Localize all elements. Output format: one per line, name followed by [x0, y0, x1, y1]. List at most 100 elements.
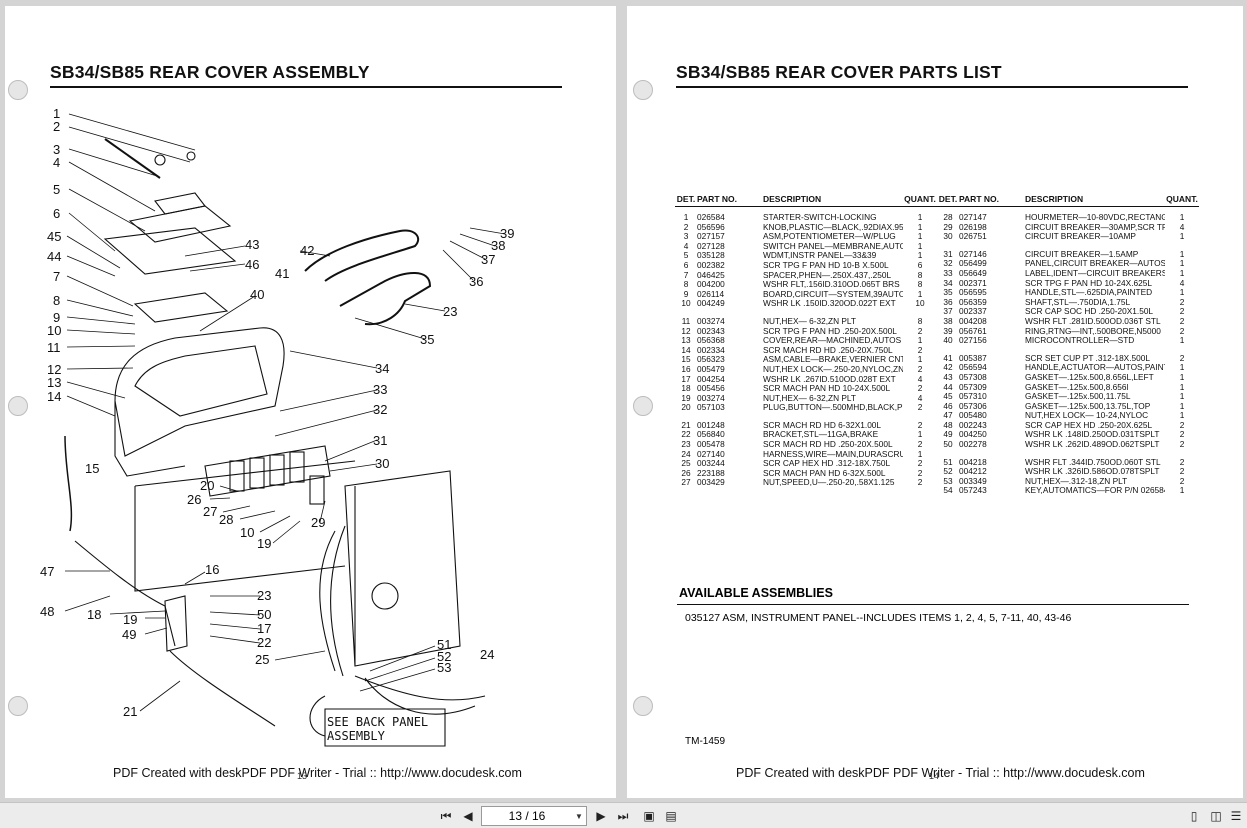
callout: 14 [47, 389, 61, 404]
cell-det: 26 [681, 467, 691, 478]
callout: 37 [481, 252, 495, 267]
cell-desc: STARTER-SWITCH-LOCKING [763, 213, 877, 222]
cell-qty: 1 [917, 448, 923, 459]
punch-hole [633, 80, 653, 100]
last-page-icon[interactable]: ⏭ [617, 808, 629, 823]
cell-qty: 2 [1179, 315, 1185, 326]
cell-qty: 1 [1179, 410, 1185, 421]
cell-part: 056594 [959, 362, 987, 373]
callout: 45 [47, 229, 61, 244]
cell-det: 35 [943, 287, 953, 298]
punch-hole [8, 396, 28, 416]
cell-det: 21 [681, 419, 691, 430]
cell-det: 17 [681, 373, 691, 384]
cell-part: 002337 [959, 306, 987, 317]
cell-det: 7 [683, 269, 689, 280]
fit-width-icon[interactable]: ▤ [665, 809, 677, 823]
next-page-icon[interactable]: ▶ [596, 809, 606, 823]
cell-qty: 4 [917, 373, 923, 384]
single-page-view-icon[interactable]: ▯ [1190, 809, 1198, 823]
cell-desc: COVER,REAR—MACHINED,AUTOS [763, 336, 902, 346]
callout: 31 [373, 433, 387, 448]
cell-qty: 1 [1179, 371, 1185, 382]
cell-desc: GASKET—.125x.500,8.656l [1025, 382, 1129, 392]
two-page-view-icon[interactable]: ◫ [1210, 809, 1222, 823]
callout: 49 [122, 627, 136, 642]
cell-desc: SCR SET CUP PT .312-18X.500L [1025, 353, 1150, 363]
cell-part: 004254 [697, 373, 725, 384]
continuous-view-icon[interactable]: ☰ [1230, 809, 1242, 823]
header-desc: DESCRIPTION [1025, 194, 1084, 204]
cell-desc: HOURMETER—10-80VDC,RECTANG [1025, 213, 1165, 222]
callout: 28 [219, 512, 233, 527]
cell-det: 6 [683, 259, 689, 270]
cell-qty: 1 [1179, 335, 1185, 346]
cell-qty: 2 [917, 477, 923, 488]
cell-desc: SHAFT,STL—.750DIA,1.75L [1025, 297, 1131, 307]
cell-part: 002243 [959, 419, 987, 430]
cell-det: 44 [943, 381, 953, 392]
cell-det: 54 [943, 485, 953, 496]
page-selector[interactable]: 13 / 16 ▼ [481, 806, 587, 826]
callout: 46 [245, 257, 259, 272]
callout: 32 [373, 402, 387, 417]
available-assemblies-title: AVAILABLE ASSEMBLIES [679, 586, 833, 600]
callout: 44 [47, 249, 61, 264]
cell-part: 026198 [959, 221, 987, 232]
cell-part: 002382 [697, 259, 725, 270]
fit-page-icon[interactable]: ▣ [643, 809, 655, 823]
cell-desc: SCR CAP HEX HD .250-20X.625L [1025, 420, 1153, 430]
cell-qty: 1 [1179, 258, 1185, 269]
cell-det: 10 [681, 298, 691, 309]
cell-desc: HANDLE,ACTUATOR—AUTOS,PAINTED [1025, 363, 1165, 373]
cell-det: 34 [943, 277, 953, 288]
cell-qty: 2 [917, 402, 923, 413]
cell-part: 056649 [959, 267, 987, 278]
cell-desc: WSHR FLT,.156ID.310OD.065T BRS [763, 280, 900, 290]
cell-part: 026584 [697, 212, 725, 222]
cell-desc: CIRCUIT BREAKER—10AMP [1025, 232, 1136, 242]
page-number: 14 [929, 771, 940, 781]
cell-desc: GASKET—.125x.500,11.75L [1025, 392, 1131, 402]
title-rule [50, 86, 562, 88]
cell-qty: 2 [917, 419, 923, 430]
cell-part: 057103 [697, 402, 725, 413]
cell-part: 056840 [697, 429, 725, 440]
cell-det: 49 [943, 429, 953, 440]
cell-desc: RING,RTNG—INT,.500BORE,N5000 [1025, 326, 1161, 336]
cell-part: 035128 [697, 250, 725, 261]
cell-desc: BOARD,CIRCUIT—SYSTEM,39AUTO [763, 289, 903, 299]
cell-qty: 2 [917, 325, 923, 336]
cell-desc: KNOB,PLASTIC—BLACK,.92DIAX.95 [763, 222, 903, 232]
cell-desc: LABEL,IDENT—CIRCUIT BREAKERS [1025, 268, 1165, 278]
cell-desc: SCR CAP HEX HD .312-18X.750L [763, 459, 891, 469]
cell-part: 004218 [959, 456, 987, 467]
callout: 50 [257, 607, 271, 622]
callout: 20 [200, 478, 214, 493]
prev-page-icon[interactable]: ◀ [463, 809, 473, 823]
first-page-icon[interactable]: ⏮ [440, 808, 452, 823]
cell-desc: NUT,HEX LOCK—.250-20,NYLOC,ZN [763, 364, 903, 374]
callout: 34 [375, 361, 389, 376]
cell-det: 53 [943, 475, 953, 486]
cell-det: 22 [681, 429, 691, 440]
cell-det: 33 [943, 267, 953, 278]
cell-desc: SCR MACH RD HD 6-32X1.00L [763, 420, 882, 430]
footer-watermark: PDF Created with deskPDF PDF Writer - Tr… [736, 766, 1145, 780]
cell-part: 056596 [697, 221, 725, 232]
cell-part: 004212 [959, 466, 987, 477]
